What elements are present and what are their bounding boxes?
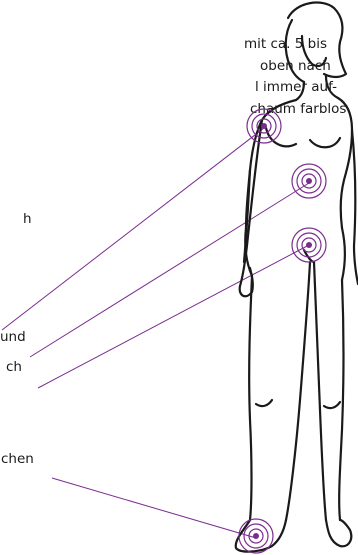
- target-marker-breast: [247, 109, 281, 143]
- leader-line-abdomen: [30, 183, 309, 357]
- target-marker-thigh: [292, 228, 326, 262]
- target-marker-foot: [239, 519, 273, 553]
- leader-line-breast: [2, 128, 264, 330]
- leader-line-thigh: [38, 245, 309, 388]
- target-marker-abdomen: [292, 164, 326, 198]
- leader-line-foot: [52, 478, 256, 538]
- woman-figure: [236, 3, 358, 552]
